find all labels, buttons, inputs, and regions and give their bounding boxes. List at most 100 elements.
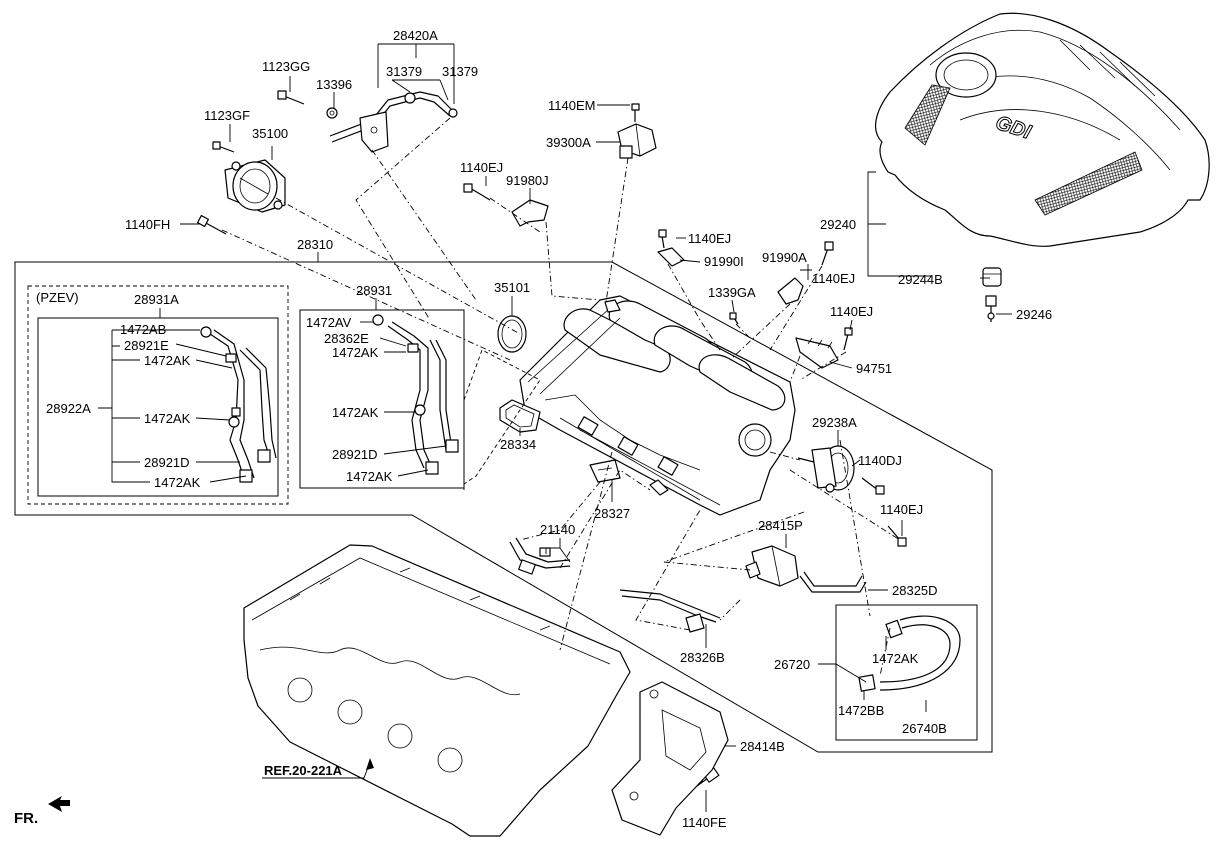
bracket-94751 <box>795 337 839 369</box>
front-direction-arrow-icon <box>48 796 70 812</box>
label-1472AK-b: 1472AK <box>144 411 191 426</box>
bolt-1140EJ-a <box>463 183 491 201</box>
bracket-91990A <box>777 277 804 305</box>
label-28326B: 28326B <box>680 650 725 665</box>
label-pzev: (PZEV) <box>36 290 79 305</box>
label-1472AK-d: 1472AK <box>332 345 379 360</box>
label-28921E-a: 28921E <box>124 338 169 353</box>
label-28921D-a: 28921D <box>144 455 190 470</box>
label-26740B: 26740B <box>902 721 947 736</box>
label-28921D-b: 28921D <box>332 447 378 462</box>
label-1140DJ: 1140DJ <box>858 453 902 468</box>
label-28931A: 28931A <box>134 292 179 307</box>
label-1472AK-e: 1472AK <box>332 405 379 420</box>
manifold-gasket <box>499 399 541 433</box>
leader-lines <box>98 43 1012 812</box>
pcv-pipe-assembly <box>329 91 458 153</box>
label-28922A: 28922A <box>46 401 91 416</box>
manifold-support-bracket <box>611 681 729 836</box>
label-1140FE: 1140FE <box>682 815 727 830</box>
label-35100: 35100 <box>252 126 288 141</box>
label-28327: 28327 <box>594 506 630 521</box>
map-sensor <box>617 123 657 159</box>
part-labels: 28420A 1123GG 13396 31379 31379 1140EM 3… <box>14 28 1052 830</box>
bolt-1140DJ <box>861 477 885 495</box>
cover-grommet <box>982 267 1002 287</box>
nut-13396 <box>326 107 338 119</box>
label-29240: 29240 <box>820 217 856 232</box>
label-1472AK-c: 1472AK <box>154 475 201 490</box>
label-39300A: 39300A <box>546 135 591 150</box>
cylinder-head <box>243 544 631 837</box>
bolt-1140EJ-e <box>887 525 907 547</box>
bolt-1140EJ-c <box>821 241 834 266</box>
pzev-group-box <box>27 285 289 505</box>
engine-cover: GDI <box>874 12 1210 247</box>
label-1339GA: 1339GA <box>708 285 756 300</box>
label-29244B: 29244B <box>898 272 943 287</box>
bolt-1140FH <box>196 214 227 235</box>
bolt-1339GA <box>729 312 739 325</box>
intake-manifold <box>519 295 796 516</box>
label-1140EJ-d: 1140EJ <box>830 304 873 319</box>
label-1123GG: 1123GG <box>262 59 310 74</box>
label-1123GF: 1123GF <box>204 108 250 123</box>
pipe-28326B <box>619 589 721 633</box>
connector-lines <box>221 117 901 677</box>
label-1140EM: 1140EM <box>548 98 595 113</box>
label-1472AK-g: 1472AK <box>872 651 919 666</box>
label-1472BB: 1472BB <box>838 703 884 718</box>
label-1140EJ-c: 1140EJ <box>812 271 855 286</box>
label-94751: 94751 <box>856 361 892 376</box>
label-28310: 28310 <box>297 237 333 252</box>
hose-28325D <box>799 571 867 593</box>
label-91980J: 91980J <box>506 173 549 188</box>
throttle-gasket-ring <box>497 315 527 353</box>
bolt-1123GG <box>277 90 305 105</box>
label-35101: 35101 <box>494 280 530 295</box>
vacuum-actuator <box>797 445 855 493</box>
label-31379-b: 31379 <box>442 64 478 79</box>
label-29238A: 29238A <box>812 415 857 430</box>
label-28414B: 28414B <box>740 739 785 754</box>
label-91990A: 91990A <box>762 250 807 265</box>
label-13396: 13396 <box>316 77 352 92</box>
label-28334: 28334 <box>500 437 536 452</box>
label-91990I: 91990I <box>704 254 744 269</box>
label-1140EJ-a: 1140EJ <box>460 160 503 175</box>
bolt-1140EJ-d <box>843 327 853 351</box>
main-group-frame <box>14 261 993 753</box>
hose-28931-assembly <box>372 314 459 475</box>
label-1472AK-a: 1472AK <box>144 353 191 368</box>
label-1140EJ-e: 1140EJ <box>880 502 923 517</box>
label-31379-a: 31379 <box>386 64 422 79</box>
label-28362E: 28362E <box>324 331 369 346</box>
cover-mount-bolt <box>985 295 997 322</box>
label-1472AV: 1472AV <box>306 315 352 330</box>
label-28931: 28931 <box>356 283 392 298</box>
purge-solenoid-valve <box>745 545 799 587</box>
bolt-1140EJ-b <box>658 229 667 249</box>
label-1472AK-f: 1472AK <box>346 469 393 484</box>
label-28325D: 28325D <box>892 583 938 598</box>
label-ref: REF.20-221A <box>264 763 343 778</box>
bolt-1140EM <box>631 103 640 122</box>
label-26720: 26720 <box>774 657 810 672</box>
label-front: FR. <box>14 810 38 827</box>
hose-21140 <box>509 537 571 575</box>
label-29246: 29246 <box>1016 307 1052 322</box>
label-28420A: 28420A <box>393 28 438 43</box>
bracket-28327 <box>589 459 621 483</box>
hose-26740B <box>858 615 961 692</box>
bracket-91990I <box>657 247 685 267</box>
label-1472AB: 1472AB <box>120 322 166 337</box>
pzev-hose-28922A <box>200 326 277 483</box>
label-28415P: 28415P <box>758 518 803 533</box>
throttle-body <box>224 159 286 213</box>
bolt-1123GF <box>212 141 235 153</box>
label-1140FH: 1140FH <box>125 217 170 232</box>
label-1140EJ-b: 1140EJ <box>688 231 731 246</box>
label-21140: 21140 <box>540 522 575 537</box>
hose-group-box-26720 <box>835 604 978 741</box>
